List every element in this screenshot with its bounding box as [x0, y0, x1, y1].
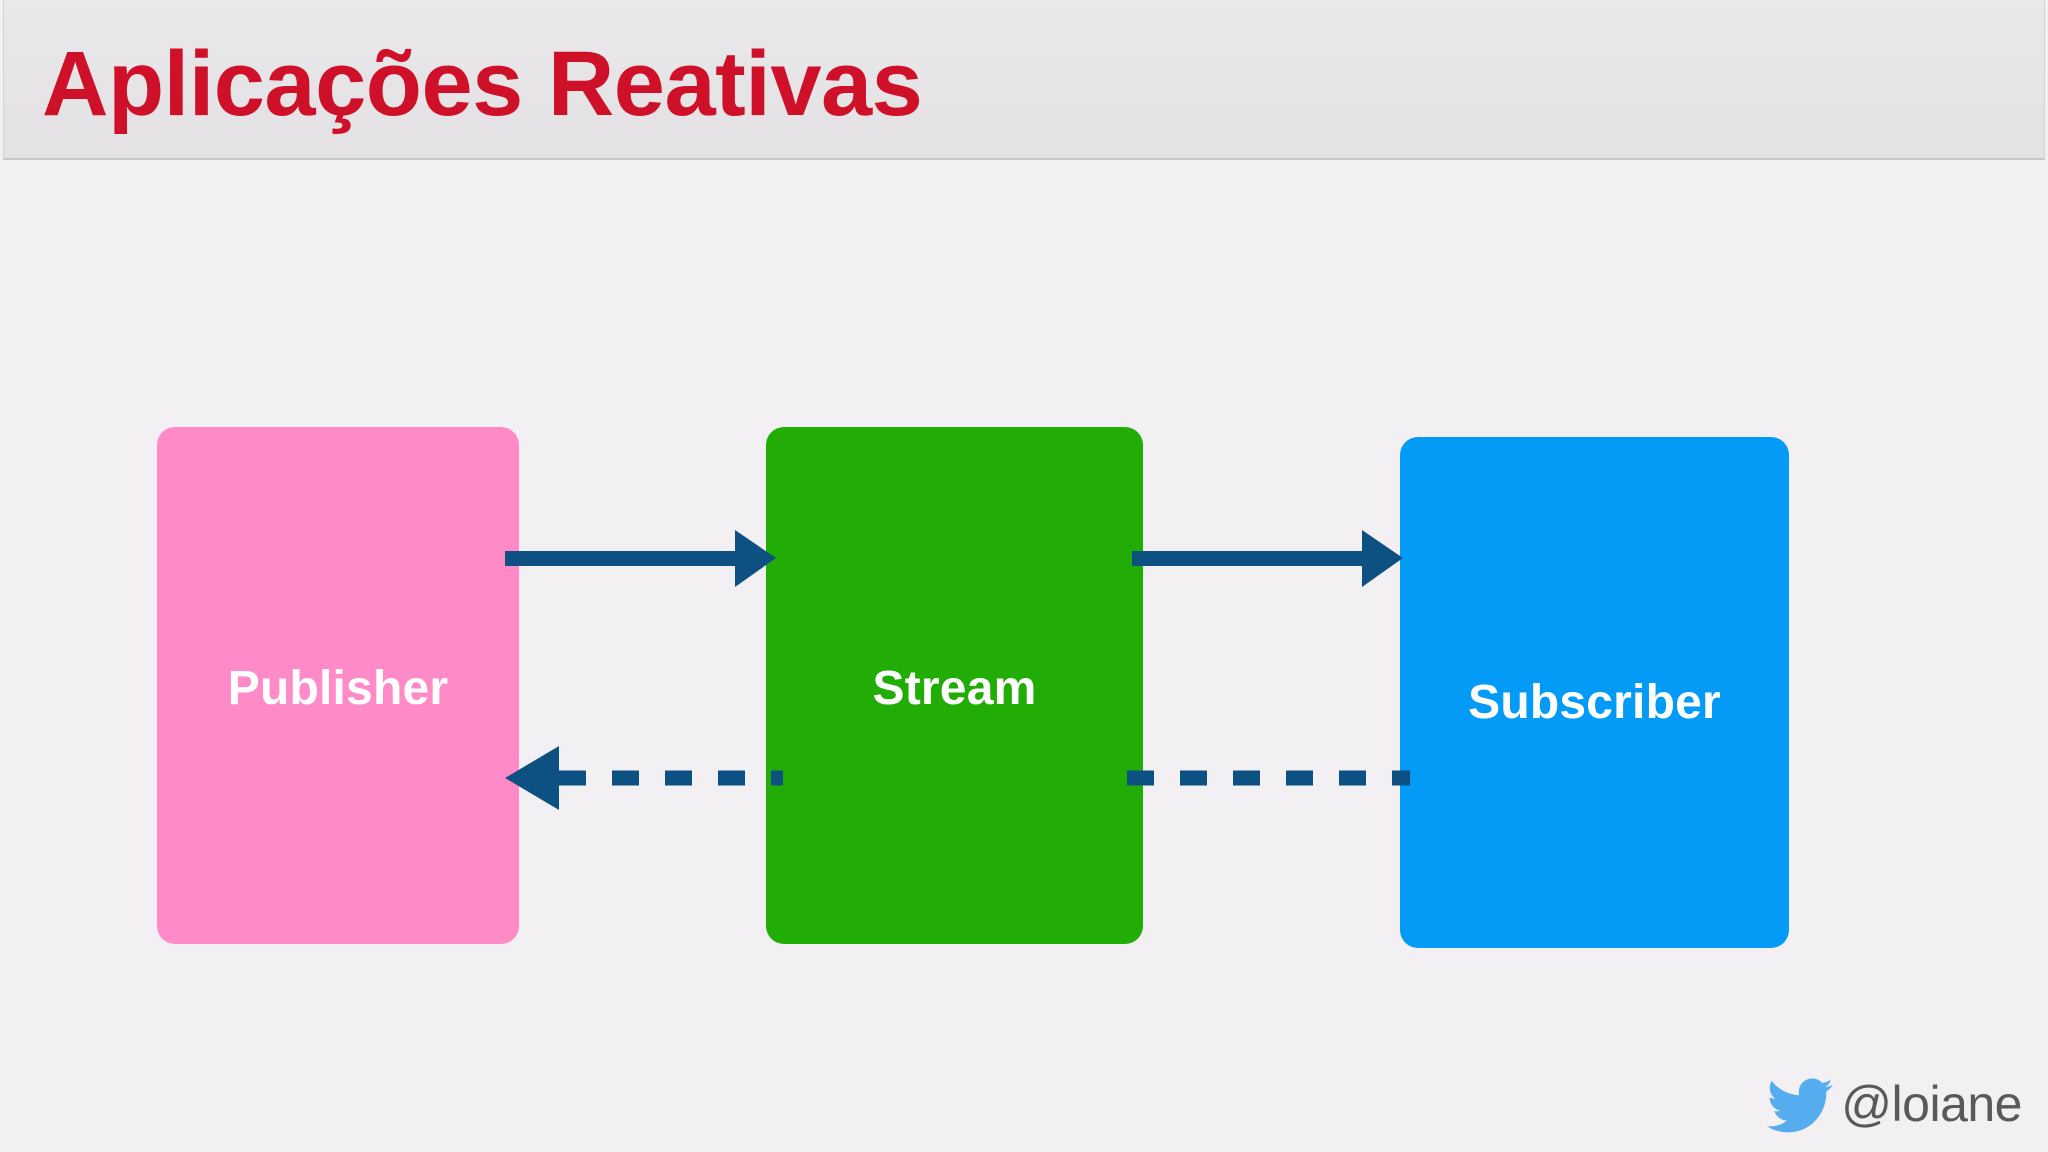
page-title: Aplicações Reativas	[42, 33, 923, 135]
twitter-handle[interactable]: @loiane	[1767, 1078, 2022, 1134]
connector-stream-to-publisher	[505, 746, 783, 810]
twitter-handle-text: @loiane	[1841, 1076, 2022, 1132]
diagram-node-subscriber: Subscriber	[1400, 437, 1789, 948]
diagram-node-publisher: Publisher	[157, 427, 519, 944]
diagram-node-publisher-label: Publisher	[227, 661, 449, 715]
connector-stream-to-subscriber	[1132, 530, 1403, 587]
diagram-node-stream-label: Stream	[872, 661, 1037, 715]
slide-header-band	[3, 0, 2045, 160]
diagram-node-stream: Stream	[766, 427, 1143, 944]
diagram-node-subscriber-label: Subscriber	[1468, 675, 1721, 729]
twitter-bird-icon	[1767, 1078, 1834, 1133]
connector-publisher-to-stream	[505, 530, 776, 587]
